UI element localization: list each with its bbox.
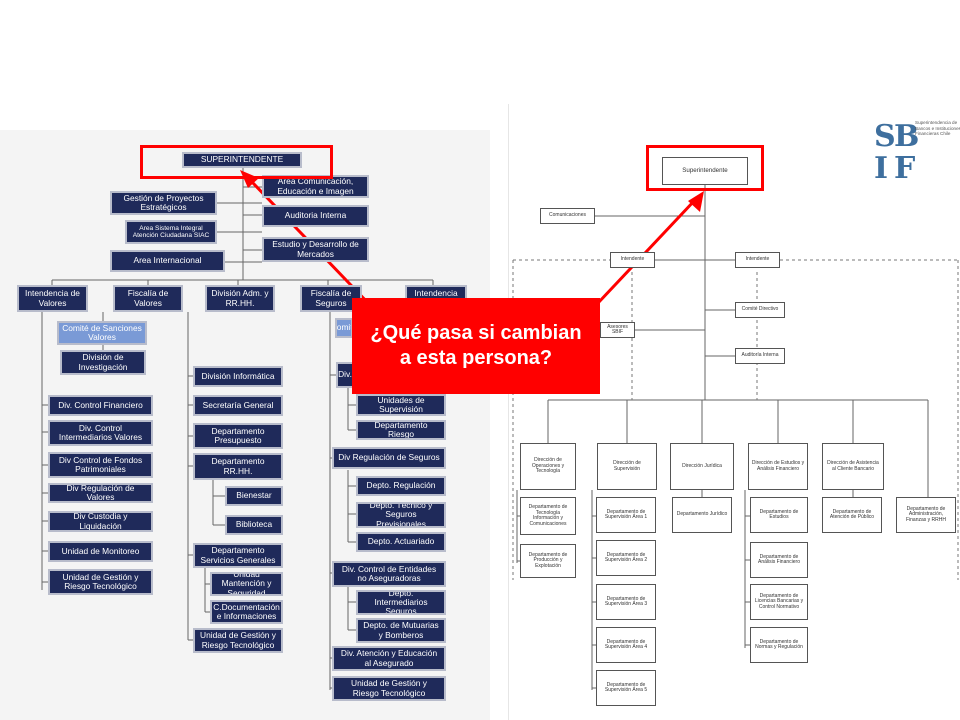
direccion-juridica: Dirección Jurídica	[670, 443, 734, 490]
seguros-depto-actuariado: Depto. Actuariado	[356, 532, 446, 552]
comite-sanciones-box: Comité de Sanciones Valores	[57, 321, 147, 345]
valores-division-5: Div Custodia y Liquidación	[48, 511, 153, 532]
auditoria-interna-box: Auditoria Interna	[262, 205, 369, 227]
right-superintendente-box: Superintendente	[662, 157, 748, 185]
seguros-div-regulacion: Div Regulación de Seguros	[332, 447, 446, 469]
direccion-operaciones: Dirección de Operaciones y Tecnología	[520, 443, 576, 490]
seguros-div-atencion: Div. Atención y Educación al Asegurado	[332, 646, 446, 671]
adm-unidad-mantencion: Unidad Mantención y Seguridad	[210, 572, 283, 596]
adm-biblioteca: Biblioteca	[225, 515, 283, 535]
valores-division-7: Unidad de Gestión y Riesgo Tecnológico	[48, 569, 153, 595]
direccion-supervision: Dirección de Supervisión	[597, 443, 657, 490]
adm-documentacion: C.Documentación e Informaciones	[210, 600, 283, 624]
area-internacional-box: Area Internacional	[110, 250, 225, 272]
valores-division-3: Div Control de Fondos Patrimoniales	[48, 452, 153, 478]
direccion-asistencia: Dirección de Asistencia al Cliente Banca…	[822, 443, 884, 490]
adm-division-1: División Informática	[193, 366, 283, 387]
intendente-right-box: Intendente	[735, 252, 780, 268]
supervision-dept-2: Departamento de Supervisión Área 2	[596, 540, 656, 576]
right-auditoria-box: Auditoría Interna	[735, 348, 785, 364]
adm-unidad-gestion: Unidad de Gestión y Riesgo Tecnológico	[193, 628, 283, 653]
adm-division-2: Secretaría General	[193, 395, 283, 416]
seguros-unidad-gestion: Unidad de Gestión y Riesgo Tecnológico	[332, 676, 446, 701]
adm-division-servicios: Departamento Servicios Generales	[193, 543, 283, 568]
estudios-dept-1: Departamento de Estudios	[750, 497, 808, 533]
logo-letter-i: I	[874, 151, 889, 186]
valores-division-6: Unidad de Monitoreo	[48, 541, 153, 562]
adm-division-4: Departamento RR.HH.	[193, 453, 283, 480]
seguros-depto-intermediarios: Depto. Intermediarios Seguros	[356, 590, 446, 615]
intendencia-valores-box: Intendencia de Valores	[17, 285, 88, 312]
asistencia-dept-1: Departamento de Atención de Público	[822, 497, 882, 533]
right-org-chart-panel	[508, 104, 960, 720]
estudios-dept-3: Departamento de Licencias Bancarias y Co…	[750, 584, 808, 620]
asesores-box: Asesores SBIF	[600, 322, 635, 338]
juridica-dept-1: Departamento Jurídico	[672, 497, 732, 533]
estudios-dept-2: Departamento de Análisis Financiero	[750, 542, 808, 578]
fiscalia-valores-box: Fiscalía de Valores	[113, 285, 183, 312]
division-investigacion-box: División de Investigación	[60, 350, 146, 375]
supervision-dept-3: Departamento de Supervisión Área 3	[596, 584, 656, 620]
comunicaciones-box: Comunicaciones	[540, 208, 595, 224]
logo-caption: Superintendencia de Bancos e Institucion…	[915, 120, 960, 137]
left-superintendente-box: SUPERINTENDENTE	[182, 152, 302, 168]
seguros-depto-tecnico: Depto. Técnico y Seguros Previsionales	[356, 502, 446, 528]
seguros-div-control-entidades: Div. Control de Entidades no Aseguradora…	[332, 561, 446, 587]
comite-directivo-box: Comité Directivo	[735, 302, 785, 318]
logo-letter-b: B	[894, 119, 920, 154]
supervision-dept-5: Departamento de Supervisión Área 5	[596, 670, 656, 706]
supervision-dept-1: Departamento de Supervisión Área 1	[596, 497, 656, 533]
seguros-depto-regulacion: Depto. Regulación	[356, 476, 446, 496]
sbif-logo: S B I F Superintendencia de Bancos e Ins…	[870, 118, 960, 190]
comite-seguros-box: Comité	[335, 318, 353, 338]
gestion-proyectos-box: Gestión de Proyectos Estratégicos	[110, 191, 217, 215]
intendente-left-box: Intendente	[610, 252, 655, 268]
fiscalia-seguros-box: Fiscalía de Seguros	[300, 285, 362, 312]
logo-letter-f: F	[894, 151, 916, 186]
valores-division-4: Div Regulación de Valores	[48, 483, 153, 503]
admin-dept: Departamento de Administración, Finanzas…	[896, 497, 956, 533]
valores-division-2: Div. Control Intermediarios Valores	[48, 420, 153, 446]
adm-bienestar: Bienestar	[225, 486, 283, 506]
supervision-dept-4: Departamento de Supervisión Área 4	[596, 627, 656, 663]
ops-dept-2: Departamento de Producción y Explotación	[520, 544, 576, 578]
area-siac-box: Area Sistema Integral Atención Ciudadana…	[125, 220, 217, 244]
highlight-right-superintendente	[646, 145, 764, 191]
seguros-depto-riesgo: Departamento Riesgo	[356, 420, 446, 440]
adm-division-3: Departamento Presupuesto	[193, 423, 283, 449]
seguros-depto-mutuarias: Depto. de Mutuarias y Bomberos	[356, 618, 446, 643]
seguros-unidades-supervision: Unidades de Supervisión	[356, 394, 446, 416]
logo-letter-s: S	[874, 119, 896, 154]
direccion-estudios: Dirección de Estudios y Análisis Financi…	[748, 443, 808, 490]
question-callout: ¿Qué pasa si cambian a esta persona?	[352, 298, 600, 394]
estudio-desarrollo-box: Estudio y Desarrollo de Mercados	[262, 237, 369, 262]
highlight-left-superintendente	[140, 145, 333, 179]
valores-division-1: Div. Control Financiero	[48, 395, 153, 416]
division-adm-box: División Adm. y RR.HH.	[205, 285, 275, 312]
estudios-dept-4: Departamento de Normas y Regulación	[750, 627, 808, 663]
ops-dept-1: Departamento de Tecnología Información y…	[520, 497, 576, 535]
